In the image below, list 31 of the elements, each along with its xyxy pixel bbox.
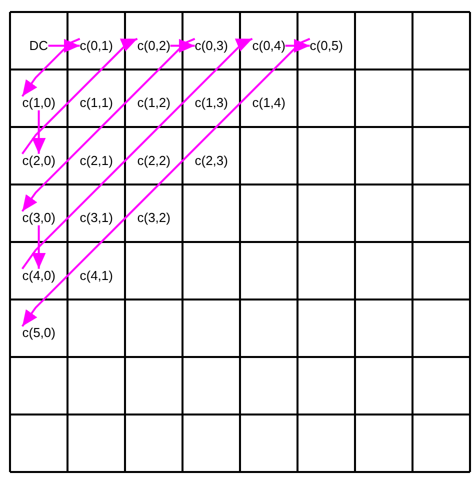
- cell-label: c(1,3): [194, 96, 228, 110]
- arrow: [21, 38, 196, 212]
- cell-label: c(2,0): [22, 154, 56, 168]
- arrow: [32, 225, 46, 269]
- cell-label: c(1,1): [80, 96, 113, 110]
- cell-label: c(0,1): [80, 38, 113, 53]
- cell-label: c(0,3): [194, 38, 228, 53]
- arrow: [32, 110, 46, 154]
- cell-label: c(0,5): [310, 38, 343, 53]
- cell-label: c(1,4): [252, 96, 286, 110]
- cell-label: c(0,2): [137, 38, 170, 53]
- cell-label: c(2,2): [137, 154, 170, 168]
- cell-label: c(3,2): [137, 211, 170, 226]
- arrow: [285, 38, 310, 53]
- arrow: [170, 38, 195, 53]
- arrow: [21, 38, 253, 270]
- cell-label: c(4,1): [80, 268, 113, 283]
- cell-label: c(3,1): [80, 211, 113, 226]
- cell-label: c(1,2): [137, 96, 170, 110]
- cell-label: c(5,0): [22, 326, 56, 340]
- cell-label: c(0,4): [252, 38, 286, 53]
- cell-label: c(1,0): [22, 96, 56, 110]
- arrow: [48, 38, 80, 53]
- arrow: [21, 38, 138, 154]
- arrow: [21, 38, 310, 327]
- cell-label: c(3,0): [22, 211, 56, 226]
- cell-label: c(2,3): [194, 154, 228, 168]
- cell-label: c(4,0): [22, 268, 56, 283]
- cell-label: c(2,1): [80, 154, 113, 168]
- cell-label: DC: [29, 38, 48, 53]
- arrow: [21, 38, 80, 97]
